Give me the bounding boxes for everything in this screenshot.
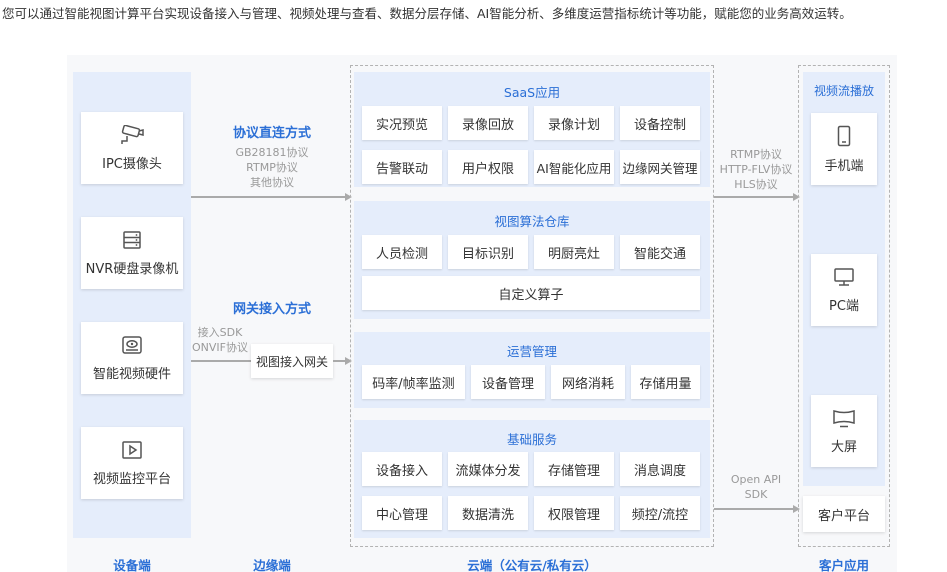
big-screen-icon [833,409,855,427]
cloud-container [350,65,714,547]
api-line: Open API [730,473,782,486]
cctv-camera-icon [121,124,144,144]
device-card-ipc[interactable]: IPC摄像头 [81,112,183,184]
base-item[interactable]: 权限管理 [534,496,614,530]
client-card-pc[interactable]: PC端 [811,254,877,326]
mobile-phone-icon [837,125,851,146]
algo-item[interactable]: 目标识别 [448,235,528,269]
ops-item[interactable]: 设备管理 [471,365,545,399]
nvr-recorder-icon [123,230,141,249]
intro-text: 您可以通过智能视图计算平台实现设备接入与管理、视频处理与查看、数据分层存储、AI… [2,6,852,21]
ops-item[interactable]: 码率/帧率监测 [362,365,465,399]
saas-module: SaaS应用 实况预览 录像回放 录像计划 设备控制 告警联动 用户权限 AI智… [354,72,710,187]
arrow-line [714,508,794,510]
arrow-head [793,505,800,513]
device-label: NVR硬盘录像机 [85,261,179,277]
base-item[interactable]: 消息调度 [620,452,700,486]
module-title: 运营管理 [506,344,557,359]
arrow-line [191,360,251,362]
arrow-line [333,360,346,362]
module-title: 基础服务 [506,432,557,447]
base-services-module: 基础服务 设备接入 流媒体分发 存储管理 消息调度 中心管理 数据清洗 权限管理… [354,420,710,538]
protocol-line: RTMP协议 [246,161,298,174]
ops-item[interactable]: 网络消耗 [551,365,625,399]
stream-protocol-line: HTTP-FLV协议 [719,163,793,176]
saas-item[interactable]: 实况预览 [362,106,442,140]
client-label: 手机端 [824,158,864,174]
saas-item[interactable]: 告警联动 [362,150,442,184]
saas-item[interactable]: 边缘网关管理 [620,150,700,184]
base-item[interactable]: 中心管理 [362,496,442,530]
arrow-head [793,193,800,201]
algo-item[interactable]: 人员检测 [362,235,442,269]
gateway-access-title: 网关接入方式 [232,302,311,317]
client-label: 大屏 [830,439,857,455]
protocol-direct-title: 协议直连方式 [232,126,311,141]
arrow-line [191,196,346,198]
algorithm-module: 视图算法仓库 人员检测 目标识别 明厨亮灶 智能交通 自定义算子 [354,201,710,319]
algo-custom-operator[interactable]: 自定义算子 [362,276,700,310]
protocol-line: 其他协议 [250,176,294,189]
ops-item[interactable]: 存储用量 [631,365,700,399]
saas-item[interactable]: 录像回放 [448,106,528,140]
device-label: IPC摄像头 [102,156,162,172]
algo-item[interactable]: 智能交通 [620,235,700,269]
base-item[interactable]: 设备接入 [362,452,442,486]
arrow-line [714,196,794,198]
stream-protocol-line: HLS协议 [734,178,778,191]
device-card-nvr[interactable]: NVR硬盘录像机 [81,217,183,289]
base-item[interactable]: 数据清洗 [448,496,528,530]
gateway-box[interactable]: 视图接入网关 [251,344,333,378]
device-card-monitor-platform[interactable]: 视频监控平台 [81,427,183,499]
device-card-hardware[interactable]: 智能视频硬件 [81,322,183,394]
base-item[interactable]: 流媒体分发 [448,452,528,486]
client-container [798,65,890,547]
base-item[interactable]: 频控/流控 [620,496,700,530]
protocol-line: GB28181协议 [235,146,309,159]
device-label: 视频监控平台 [92,471,171,487]
gateway-line: ONVIF协议 [192,341,248,354]
saas-item[interactable]: AI智能化应用 [534,150,614,184]
operations-module: 运营管理 码率/帧率监测 设备管理 网络消耗 存储用量 [354,332,710,408]
gateway-line: 接入SDK [197,326,243,339]
saas-item[interactable]: 用户权限 [448,150,528,184]
stream-protocol-line: RTMP协议 [730,148,782,161]
arrow-head [345,193,352,201]
pc-monitor-icon [834,267,854,286]
client-card-mobile[interactable]: 手机端 [811,113,877,185]
footer-cloud: 云端（公有云/私有云） [467,558,597,572]
video-play-icon [122,440,142,459]
saas-item[interactable]: 录像计划 [534,106,614,140]
smart-hardware-icon [122,335,142,354]
footer-client: 客户应用 [818,558,869,572]
base-item[interactable]: 存储管理 [534,452,614,486]
footer-device: 设备端 [113,558,151,572]
arrow-head [345,357,352,365]
algo-item[interactable]: 明厨亮灶 [534,235,614,269]
video-playback-title: 视频流播放 [813,84,874,98]
customer-platform-card[interactable]: 客户平台 [803,496,885,532]
api-line: SDK [744,488,768,501]
module-title: SaaS应用 [503,85,561,100]
module-title: 视图算法仓库 [494,214,570,229]
device-label: 智能视频硬件 [92,366,171,382]
client-label: PC端 [829,298,859,314]
footer-edge: 边缘端 [253,558,291,572]
saas-item[interactable]: 设备控制 [620,106,700,140]
architecture-diagram: IPC摄像头 NVR硬盘录像机 智能视频硬件 视频监控平台 协议直连方式 GB2… [67,55,897,572]
client-card-big-screen[interactable]: 大屏 [811,395,877,467]
